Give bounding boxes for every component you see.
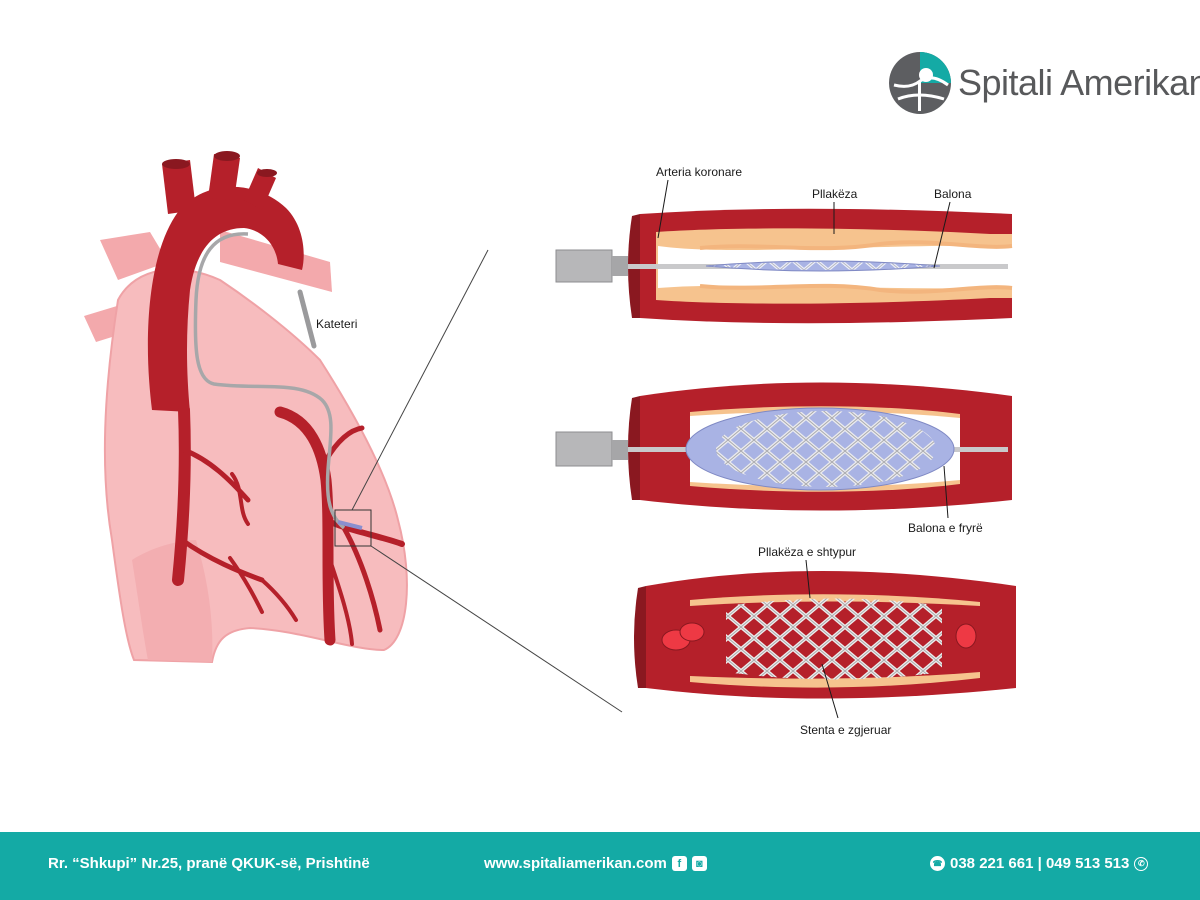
- catheter-end: [297, 289, 317, 349]
- logo-icon: [889, 52, 951, 114]
- address-text: Rr. “Shkupi” Nr.25, pranë QKUK-së, Prish…: [48, 855, 370, 872]
- vena-cava: [132, 540, 213, 662]
- panel-balloon-insertion: [555, 208, 1013, 324]
- aortic-branch-1: [162, 160, 196, 214]
- phone-numbers[interactable]: 038 221 661 | 049 513 513: [950, 855, 1130, 872]
- zoom-line-bottom: [370, 545, 623, 713]
- red-blood-cell: [679, 622, 705, 642]
- footer-phones: ☎ 038 221 661 | 049 513 513 ✆: [930, 855, 1149, 872]
- aortic-branch-3: [244, 168, 276, 210]
- viber-icon[interactable]: ✆: [1134, 856, 1149, 871]
- footer-address: Rr. “Shkupi” Nr.25, pranë QKUK-së, Prish…: [48, 855, 370, 872]
- panel-expanded-stent: [634, 571, 1016, 699]
- logo: Spitali Amerikan: [888, 48, 1200, 118]
- label-catheter: Kateteri: [316, 317, 357, 331]
- label-balloon: Balona: [934, 187, 972, 201]
- right-coronary-artery: [172, 404, 191, 586]
- phone-icon: ☎: [930, 856, 945, 871]
- zoom-line-top: [351, 249, 489, 511]
- pulmonary-vessel: [100, 232, 168, 280]
- footer-website: www.spitaliamerikan.com f ◙: [484, 855, 707, 872]
- red-blood-cell: [955, 623, 977, 649]
- aortic-branch-2: [208, 154, 240, 200]
- instagram-icon[interactable]: ◙: [691, 856, 707, 871]
- panel-balloon-inflated: [555, 382, 1012, 511]
- pulmonary-artery: [220, 230, 332, 292]
- website-link[interactable]: www.spitaliamerikan.com: [484, 855, 667, 872]
- label-expanded-stent: Stenta e zgjeruar: [800, 723, 891, 737]
- label-compressed-plaque: Pllakëza e shtypur: [758, 545, 856, 559]
- label-coronary-artery: Arteria koronare: [656, 165, 742, 179]
- label-inflated-balloon: Balona e fryrë: [908, 521, 983, 535]
- heart-illustration: [84, 151, 408, 664]
- stent-procedure-diagram: Kateteri Arteria koronare Pllakëza Balon…: [84, 151, 1016, 737]
- aorta: [147, 186, 304, 412]
- facebook-icon[interactable]: f: [671, 856, 687, 871]
- catheter-wire: [193, 232, 346, 530]
- footer-bar: Rr. “Shkupi” Nr.25, pranë QKUK-së, Prish…: [0, 832, 1200, 900]
- zoom-box: [334, 509, 372, 547]
- logo-name: Spitali Amerikan: [958, 62, 1200, 103]
- stent-in-heart: [337, 520, 363, 530]
- label-plaque: Pllakëza: [812, 187, 858, 201]
